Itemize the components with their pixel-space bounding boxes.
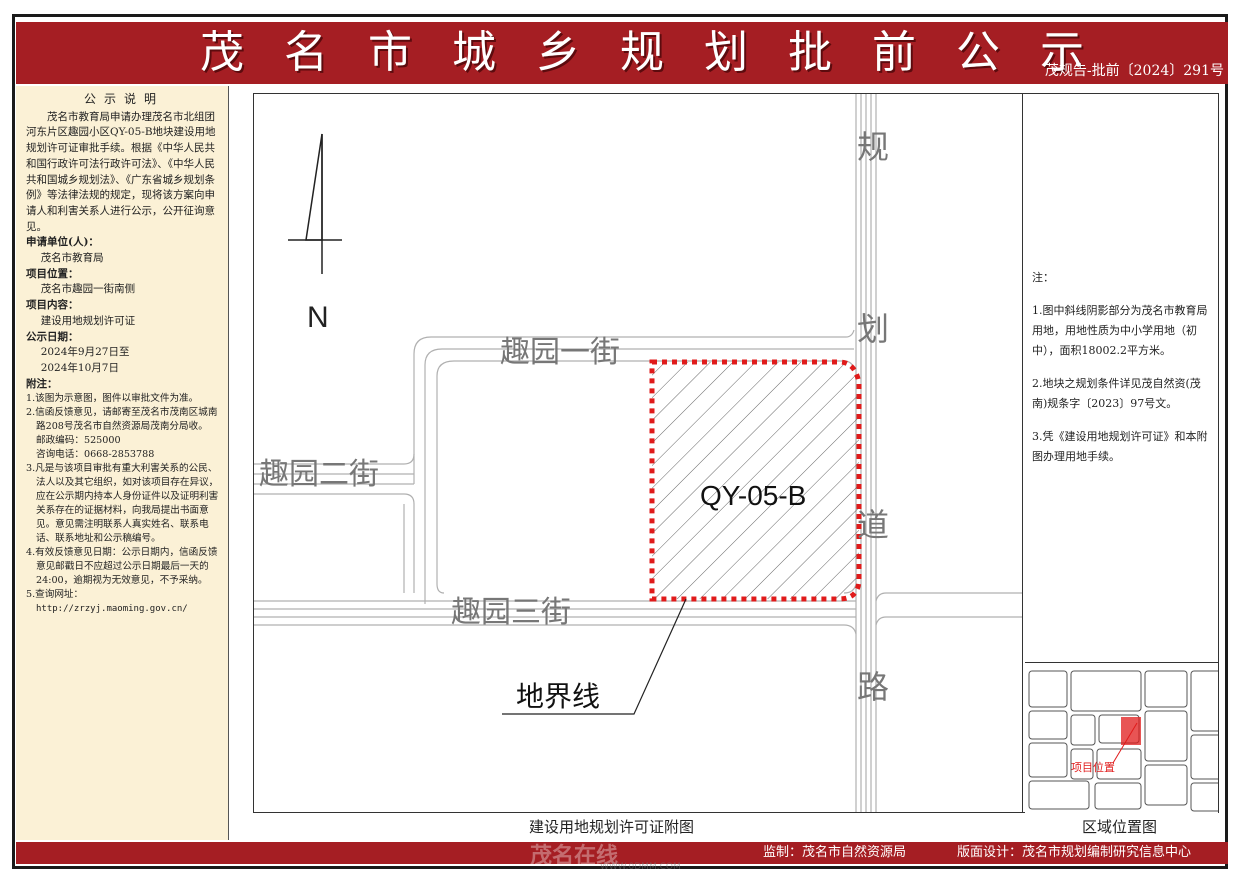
- map-caption: 建设用地规划许可证附图: [529, 818, 695, 836]
- content-label: 项目内容：: [26, 299, 79, 312]
- inset-project-marker: [1121, 717, 1141, 745]
- boundary-leader-line: [502, 598, 687, 715]
- location-label: 项目位置：: [26, 267, 79, 280]
- location-inset-map: 项目位置: [1025, 662, 1218, 813]
- appendix-item-2: 2.信函反馈意见，请邮寄至茂名市茂南区城南路208号茂名市自然资源局茂南分局收。: [26, 407, 218, 433]
- appendix-item-5: 5.查询网址：: [26, 589, 84, 601]
- footer-supervisor: 监制：茂名市自然资源局: [763, 845, 907, 860]
- north-label: N: [307, 301, 329, 334]
- appendix-item-3: 3.凡是与该项目审批有重大利害关系的公民、法人以及其它组织，如对该项目存在异议，…: [26, 463, 219, 545]
- parcel-boundary: [649, 359, 862, 602]
- header-banner: [16, 22, 1228, 84]
- footer-banner: [16, 842, 1228, 864]
- road-label-planned-4: 路: [857, 668, 889, 706]
- notice-body: 茂名市教育局申请办理茂名市北组团河东片区趣园小区QY-05-B地块建设用地规划许…: [26, 110, 216, 233]
- appendix-label: 附注：: [26, 377, 58, 390]
- road-label-quyuan-2: 趣园二街: [259, 457, 379, 492]
- watermark-url: WWW.0DMM.COM: [600, 862, 681, 872]
- postcode: 邮政编码：525000: [36, 435, 121, 447]
- notice-panel: 公示说明 茂名市教育局申请办理茂名市北组团河东片区趣园小区QY-05-B地块建设…: [16, 86, 229, 840]
- notice-title: 公示说明: [83, 92, 164, 106]
- appendix-list: 1.该图为示意图，图件以审批文件为准。 2.信函反馈意见，请邮寄至茂名市茂南区城…: [26, 392, 222, 616]
- notes-head: 注：: [1032, 271, 1054, 284]
- inset-project-label: 项目位置: [1071, 760, 1115, 774]
- road-lines: [254, 94, 1022, 812]
- north-arrow-icon: [288, 133, 342, 274]
- poster-frame: [12, 14, 1228, 869]
- note-2: 2.地块之规划条件详见茂自然资(茂南)规条字〔2023〕97号文。: [1032, 377, 1201, 410]
- query-url-link[interactable]: http://zrzyj.maoming.gov.cn/: [36, 604, 188, 615]
- phone: 咨询电话：0668-2853788: [36, 449, 155, 461]
- parcel-label: QY-05-B: [700, 480, 806, 511]
- applicant-label: 申请单位(人)：: [26, 236, 99, 249]
- page-title: 茂名市城乡规划批前公示: [200, 27, 1124, 78]
- boundary-label: 地界线: [516, 680, 600, 713]
- notes-text: 注： 1.图中斜线阴影部分为茂名市教育局用地，用地性质为中小学用地（初中），面积…: [1032, 268, 1216, 480]
- location-value: 茂名市趣园一街南侧: [40, 283, 136, 296]
- site-plan-map: N 趣园一街 趣园二街 趣园三街 规 划 道 路 QY-05-B 地界线: [253, 93, 1023, 813]
- applicant-value: 茂名市教育局: [40, 252, 104, 265]
- parcel-hatch: [652, 362, 859, 599]
- road-label-quyuan-3: 趣园三街: [451, 595, 571, 630]
- watermark-logo: 茂名在线: [530, 844, 619, 869]
- road-label-planned-3: 道: [857, 506, 889, 544]
- road-label-quyuan-1: 趣园一街: [500, 335, 620, 370]
- site-plan-svg: N 趣园一街 趣园二街 趣园三街 规 划 道 路 QY-05-B 地界线: [254, 94, 1022, 812]
- date-from: 2024年9月27日至: [40, 346, 130, 359]
- inset-caption: 区域位置图: [1082, 818, 1158, 836]
- appendix-item-1: 1.该图为示意图，图件以审批文件为准。: [26, 393, 199, 405]
- footer-designer: 版面设计：茂名市规划编制研究信息中心: [957, 845, 1192, 860]
- content-value: 建设用地规划许可证: [40, 314, 136, 327]
- road-label-planned-2: 划: [857, 310, 889, 348]
- date-label: 公示日期：: [26, 330, 79, 343]
- note-1: 1.图中斜线阴影部分为茂名市教育局用地，用地性质为中小学用地（初中），面积180…: [1032, 304, 1208, 357]
- inset-svg: 项目位置: [1028, 670, 1218, 812]
- date-to: 2024年10月7日: [40, 361, 119, 374]
- note-3: 3.凭《建设用地规划许可证》和本附图办理用地手续。: [1032, 430, 1208, 463]
- road-label-planned-1: 规: [857, 128, 889, 166]
- appendix-item-4: 4.有效反馈意见日期：公示日期内，信函反馈意见邮戳日不应超过公示日期最后一天的2…: [26, 547, 218, 587]
- document-number: 茂规告-批前〔2024〕291号: [1044, 63, 1224, 79]
